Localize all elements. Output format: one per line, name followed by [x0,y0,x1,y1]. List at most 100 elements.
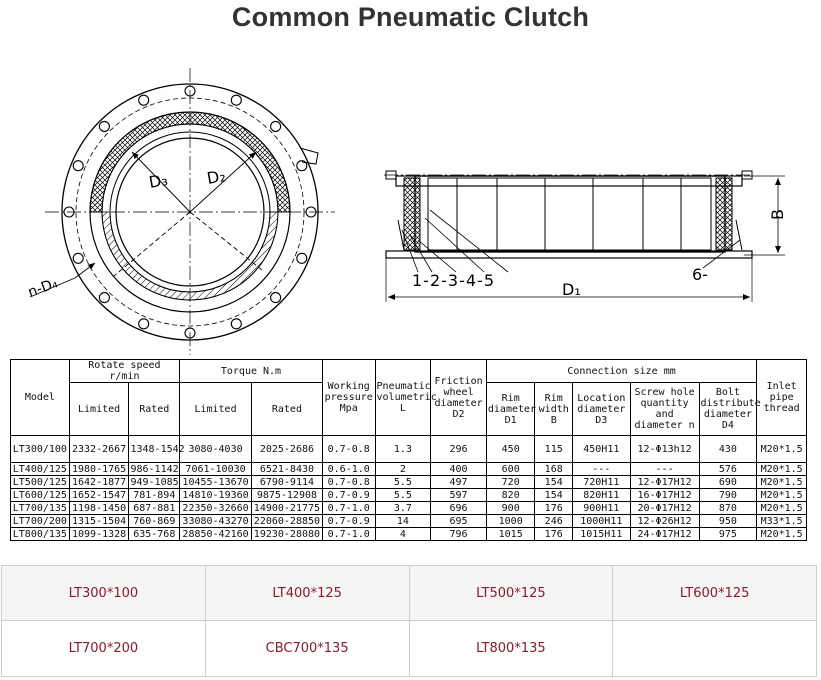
model-link[interactable]: LT400*125 [272,585,342,601]
cell-volume: 5.5 [374,488,432,502]
cell-speed-limited: 1099-1328 [68,527,130,541]
cell-b: 168 [534,462,573,476]
cell-torque-limited: 10455-13670 [179,475,252,489]
cell-d4: 975 [698,527,758,541]
header-bolt-distribute: Bolt distribute diameter D4 [698,382,761,436]
cell-d2: 695 [430,514,487,528]
cell-d1: 820 [485,488,536,502]
model-link[interactable]: CBC700*135 [265,641,349,656]
cell-torque-limited: 3080-4030 [179,435,252,463]
header-screw-hole: Screw hole quantity and diameter n [629,382,700,436]
cell-d1: 1015 [485,527,536,541]
cell-d2: 400 [430,462,487,476]
cell-screw: 12-Φ13h12 [629,435,700,463]
cell-speed-rated: 1348-1542 [128,435,185,463]
model-link-cell [612,620,817,677]
cell-torque-limited: 14810-19360 [179,488,252,502]
cell-torque-limited: 28850-42160 [179,527,252,541]
cell-d3: 720H11 [571,475,631,489]
cell-d2: 696 [430,501,487,515]
cell-volume: 5.5 [374,475,432,489]
cell-speed-limited: 1315-1504 [68,514,130,528]
cell-pressure: 0.7-0.9 [321,514,376,528]
model-link-cell[interactable]: LT700*200 [1,620,206,677]
label-d3: D₃ [147,170,169,192]
cell-torque-rated: 22060-28850 [250,514,323,528]
model-link-cell[interactable]: LT500*125 [408,565,614,621]
cell-torque-rated: 6790-9114 [250,475,323,489]
cell-screw: --- [629,462,700,476]
model-link[interactable]: LT700*200 [68,641,139,656]
cell-b: 115 [534,435,573,463]
cell-speed-rated: 949-1085 [128,475,181,489]
cell-torque-limited: 7061-10030 [179,462,252,476]
cell-screw: 20-Φ17H12 [629,501,700,515]
cell-d1: 1000 [485,514,536,528]
cell-screw: 16-Φ17H12 [629,488,700,502]
cell-thread: M20*1.5 [756,488,807,502]
cell-volume: 4 [374,527,432,541]
cell-speed-limited: 1652-1547 [68,488,130,502]
cell-torque-rated: 19230-28080 [250,527,323,541]
model-link-cell[interactable]: LT300*100 [1,565,206,621]
cell-pressure: 0.7-0.9 [321,488,376,502]
cell-volume: 1.3 [374,435,432,463]
cell-torque-rated: 9875-12908 [250,488,323,502]
cell-torque-limited: 22350-32660 [179,501,252,515]
spec-table: Model Rotate speed r/min Torque N.m Work… [10,359,807,541]
cell-thread: M20*1.5 [756,475,807,489]
label-parts: 1-2-3-4-5 [412,271,495,290]
cell-speed-limited: 1198-1450 [68,501,130,515]
model-link[interactable]: LT600*125 [679,585,750,601]
cell-speed-limited: 2332-2667 [68,435,130,463]
cell-thread: M20*1.5 [756,501,807,515]
model-link[interactable]: LT500*125 [476,585,546,601]
header-rotate-speed: Rotate speed r/min [68,359,181,383]
cell-b: 154 [534,475,573,489]
model-link[interactable]: LT800*135 [476,641,546,656]
cell-model: LT300/100 [10,435,70,463]
label-d1: D₁ [562,280,581,299]
cell-d4: 790 [698,488,758,502]
model-link-cell[interactable]: CBC700*135 [204,620,410,677]
cell-pressure: 0.6-1.0 [321,462,376,476]
model-link-cell[interactable]: LT600*125 [612,565,817,621]
cell-model: LT500/125 [10,475,70,489]
model-link-cell[interactable]: LT800*135 [408,620,614,677]
cell-d1: 450 [485,435,536,463]
cell-d3: 450H11 [571,435,631,463]
cell-speed-rated: 781-894 [128,488,181,502]
cell-torque-limited: 33080-43270 [179,514,252,528]
cell-speed-rated: 635-768 [128,527,181,541]
header-inlet-pipe: Inlet pipe thread [756,359,807,436]
cell-screw: 24-Φ17H12 [629,527,700,541]
cell-torque-rated: 2025-2686 [250,435,323,463]
cell-torque-rated: 14900-21775 [250,501,323,515]
cell-model: LT600/125 [10,488,70,502]
cell-thread: M20*1.5 [756,462,807,476]
header-speed-rated: Rated [128,382,181,436]
cell-speed-rated: 986-1142 [128,462,181,476]
cell-d1: 600 [485,462,536,476]
cell-d3: 1015H11 [571,527,631,541]
cell-d4: 870 [698,501,758,515]
header-friction-wheel: Friction wheel diameter D2 [430,359,487,436]
model-link[interactable]: LT300*100 [68,585,139,601]
cell-pressure: 0.7-1.0 [321,501,376,515]
cell-volume: 2 [374,462,432,476]
cell-b: 176 [534,527,573,541]
cell-speed-limited: 1980-1765 [68,462,130,476]
cell-d2: 597 [430,488,487,502]
cell-speed-limited: 1642-1877 [68,475,130,489]
cell-d1: 900 [485,501,536,515]
model-link-cell[interactable]: LT400*125 [204,565,410,621]
header-connection-size: Connection size mm [485,359,758,383]
header-rim-diameter: Rim diameter D1 [485,382,536,436]
cell-d3: 1000H11 [571,514,631,528]
clutch-technical-drawing: D₃ D₂ n-D₄ [26,68,787,355]
